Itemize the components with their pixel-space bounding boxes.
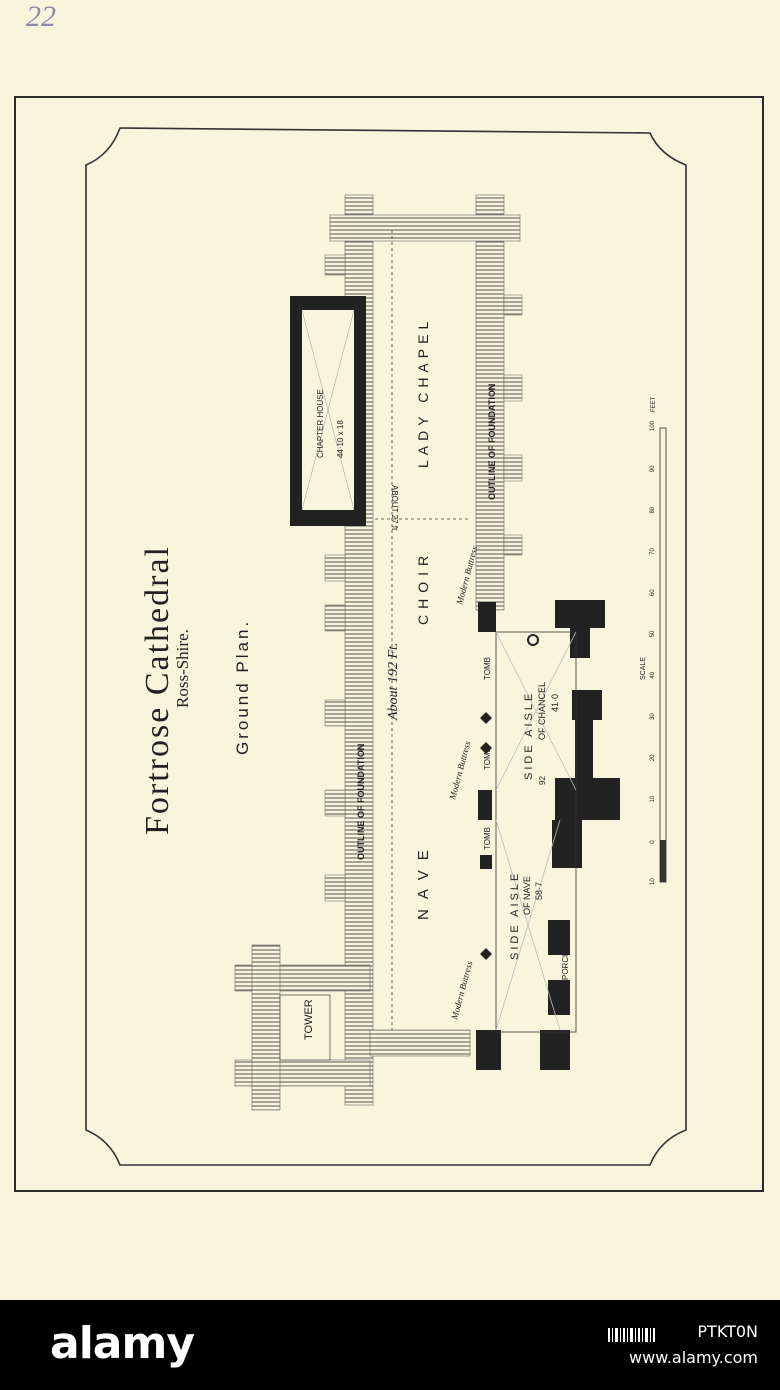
label-side-aisle-nave: SIDE AISLE [509, 871, 521, 960]
plan-county: Ross-Shire. [173, 629, 192, 708]
label-modern-buttress-2: Modern Buttress [447, 740, 473, 802]
page-number: 22 [26, 0, 56, 33]
scale-tick-9: 80 [650, 506, 656, 513]
scale-tick-1: 0 [650, 840, 656, 844]
inner-frame [85, 127, 687, 1166]
label-chapter-house: CHAPTER HOUSE [316, 389, 325, 458]
label-lady-chapel: LADY CHAPEL [415, 317, 431, 468]
tower-space [279, 994, 331, 1061]
scale-tick-11: 100 [650, 420, 656, 431]
label-side-aisle-chancel: SIDE AISLE [523, 691, 535, 780]
label-total-length: About 192 Ft. [386, 643, 401, 721]
scale-unit: FEET [651, 396, 657, 412]
label-tomb-2: TOMB [483, 747, 492, 770]
label-side-aisle-chancel-len: 41·0 [550, 694, 560, 712]
plan-subtitle: Ground Plan. [233, 619, 252, 755]
footer-url[interactable]: www.alamy.com [629, 1348, 758, 1367]
south-aisle-walls [476, 600, 620, 1070]
chapter-house [290, 296, 366, 526]
foundation-outline [234, 194, 523, 1111]
scale-tick-6: 50 [650, 630, 656, 637]
label-chapter-house-dims: 44·10 x 18 [336, 420, 345, 458]
pier-markers [480, 712, 492, 960]
scale-label: SCALE [640, 657, 647, 680]
label-outline-2: OUTLINE OF FOUNDATION [487, 384, 497, 500]
barcode-icon [608, 1328, 655, 1342]
scale-tick-8: 70 [650, 547, 656, 554]
label-choir: CHOIR [415, 550, 431, 625]
scale-bar [659, 427, 667, 883]
label-nave: NAVE [415, 840, 432, 920]
scale-tick-3: 20 [650, 754, 656, 761]
image-id: PTKT0N [697, 1322, 758, 1341]
label-side-aisle-nave-len: 58·7 [534, 882, 544, 900]
label-porch: PORCH [561, 951, 570, 980]
aisle-vaulting [495, 631, 609, 1033]
label-tower: TOWER [303, 999, 315, 1040]
footer-logo[interactable]: alamy [50, 1318, 195, 1369]
ground-plan-drawing: Fortrose Cathedral Ross-Shire. Ground Pl… [85, 127, 687, 1166]
page-sheet: 22 [14, 0, 764, 1192]
label-about-27: ABOUT 27 ft [390, 485, 399, 531]
scale-tick-4: 30 [650, 713, 656, 720]
label-outline-1: OUTLINE OF FOUNDATION [356, 744, 366, 860]
label-dim-92: 92 [538, 776, 547, 785]
scale-tick-7: 60 [650, 589, 656, 596]
scale-tick-2: 10 [650, 795, 656, 802]
plan-title: Fortrose Cathedral [139, 545, 176, 835]
footer-banner: alamy PTKT0N www.alamy.com [0, 1300, 780, 1390]
plate-frame [14, 96, 764, 1192]
label-side-aisle-nave-sub: OF NAVE [522, 876, 532, 915]
label-modern-buttress-1: Modern Buttress [449, 960, 475, 1022]
scale-tick-0: 10 [650, 878, 656, 885]
label-tomb-1: TOMB [483, 827, 492, 850]
scale-tick-5: 40 [650, 671, 656, 678]
scale-tick-10: 90 [650, 465, 656, 472]
label-side-aisle-chancel-sub: OF CHANCEL [537, 682, 547, 740]
label-tomb-3: TOMB [483, 657, 492, 680]
